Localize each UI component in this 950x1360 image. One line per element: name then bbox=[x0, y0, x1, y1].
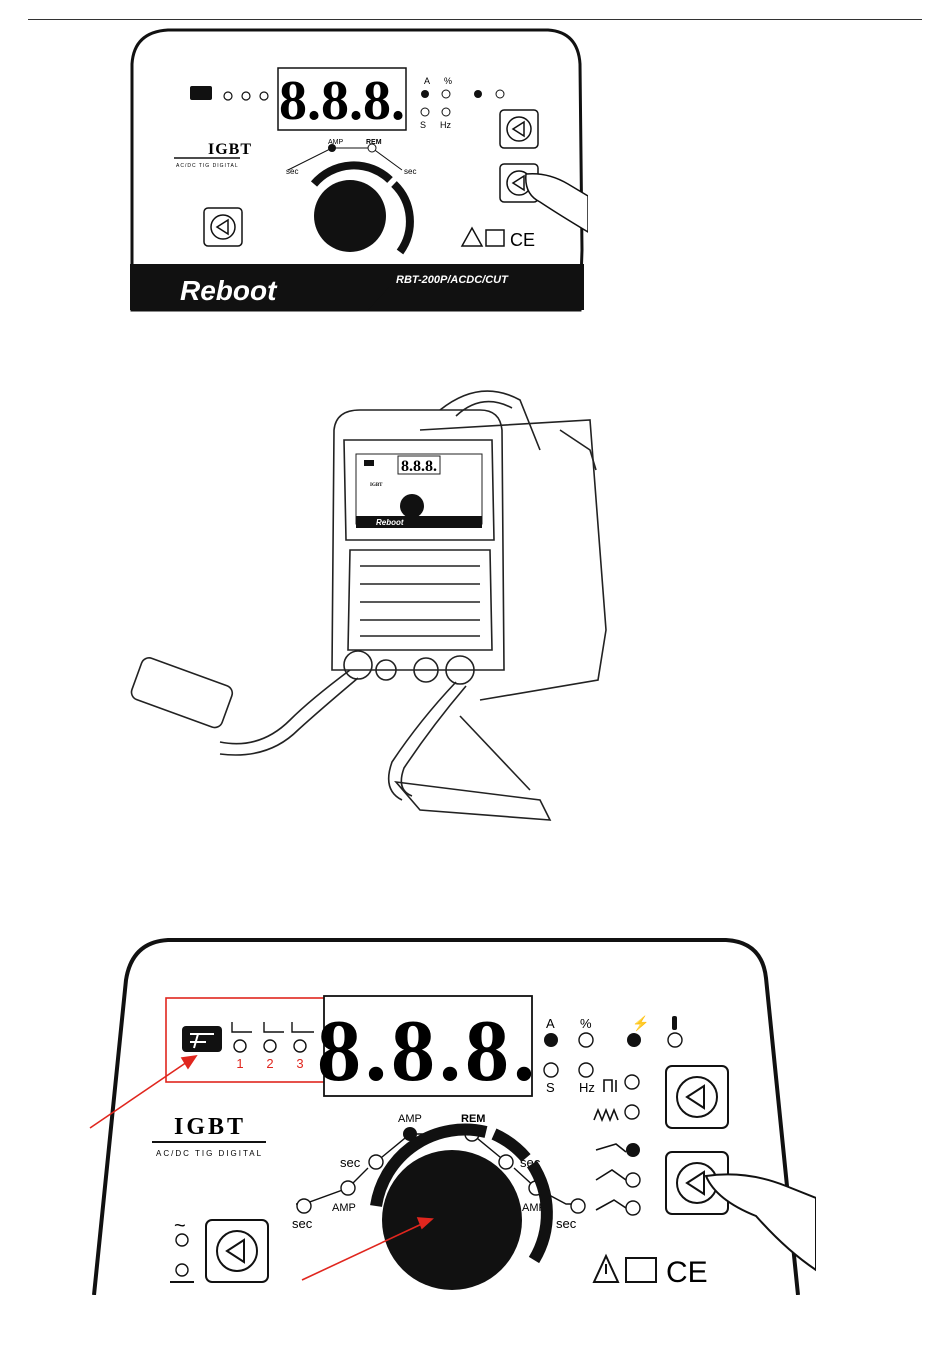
adjustment-knob bbox=[382, 1150, 522, 1290]
pre-sec-led bbox=[369, 1155, 383, 1169]
panel-figure-small: 8.8.8. A % S Hz IGBT AC/DC TIG DIGITAL A… bbox=[128, 24, 588, 312]
torch-memory-icon bbox=[190, 86, 212, 100]
ce-mark-small: CE bbox=[510, 230, 535, 250]
unit-hz-small: Hz bbox=[440, 120, 451, 130]
torch-memory-icon-large bbox=[182, 1026, 222, 1052]
sec-label-small-2: sec bbox=[404, 167, 416, 176]
reboot-logo-small: Reboot bbox=[180, 275, 278, 306]
unit-s-small: S bbox=[420, 120, 426, 130]
amp-label-large: AMP bbox=[398, 1113, 422, 1125]
unit-pct-large: % bbox=[580, 1016, 592, 1031]
mode-tig-led bbox=[626, 1143, 640, 1157]
unit-pct-small: % bbox=[444, 76, 452, 86]
welder-machine-illustration: 8.8.8. Reboot IGBT bbox=[120, 370, 620, 850]
post-sec-led bbox=[499, 1155, 513, 1169]
unit-a-large: A bbox=[546, 1016, 555, 1031]
igbt-subtitle-large: AC/DC TIG DIGITAL bbox=[156, 1149, 263, 1158]
ce-mark-large: CE bbox=[666, 1256, 708, 1289]
display-readout-mini: 8.8.8. bbox=[401, 458, 437, 475]
memory-number-2: 2 bbox=[266, 1056, 273, 1071]
igbt-subtitle-small: AC/DC TIG DIGITAL bbox=[176, 163, 239, 169]
unit-hz-large: Hz bbox=[579, 1080, 595, 1095]
unit-a-led bbox=[544, 1033, 558, 1047]
sec-label-large-4: sec bbox=[556, 1216, 577, 1231]
sec-label-small-1: sec bbox=[286, 167, 298, 176]
panel-figure-large: 1 2 3 8.8.8. A % ⚡ S Hz AMP REM sec sec … bbox=[86, 930, 816, 1295]
igbt-label-mini: IGBT bbox=[370, 483, 383, 488]
waveform-select-button[interactable] bbox=[666, 1066, 728, 1128]
unit-a-small: A bbox=[424, 76, 430, 86]
model-label-small: RBT-200P/ACDC/CUT bbox=[396, 274, 509, 286]
knob-small bbox=[314, 180, 386, 252]
sec-label-large-1: sec bbox=[340, 1155, 361, 1170]
amp-label-large-2: AMP bbox=[332, 1202, 356, 1214]
memory-number-3: 3 bbox=[296, 1056, 303, 1071]
rem-label-large: REM bbox=[461, 1113, 485, 1125]
memory-number-1: 1 bbox=[236, 1056, 243, 1071]
sec-label-large-3: sec bbox=[292, 1216, 313, 1231]
igbt-label-large: IGBT bbox=[174, 1114, 246, 1140]
hf-led bbox=[627, 1033, 641, 1047]
ac-dc-select-button[interactable] bbox=[206, 1220, 268, 1282]
unit-s-large: S bbox=[546, 1080, 555, 1095]
display-readout-large: 8.8.8. bbox=[317, 1003, 539, 1100]
reboot-logo-mini: Reboot bbox=[376, 518, 404, 527]
igbt-label-small: IGBT bbox=[208, 141, 252, 158]
hf-arc-icon: ⚡ bbox=[632, 1015, 649, 1032]
top-rule bbox=[28, 19, 922, 20]
display-readout-small: 8.8.8. bbox=[279, 70, 405, 132]
thermometer-icon bbox=[672, 1016, 677, 1030]
